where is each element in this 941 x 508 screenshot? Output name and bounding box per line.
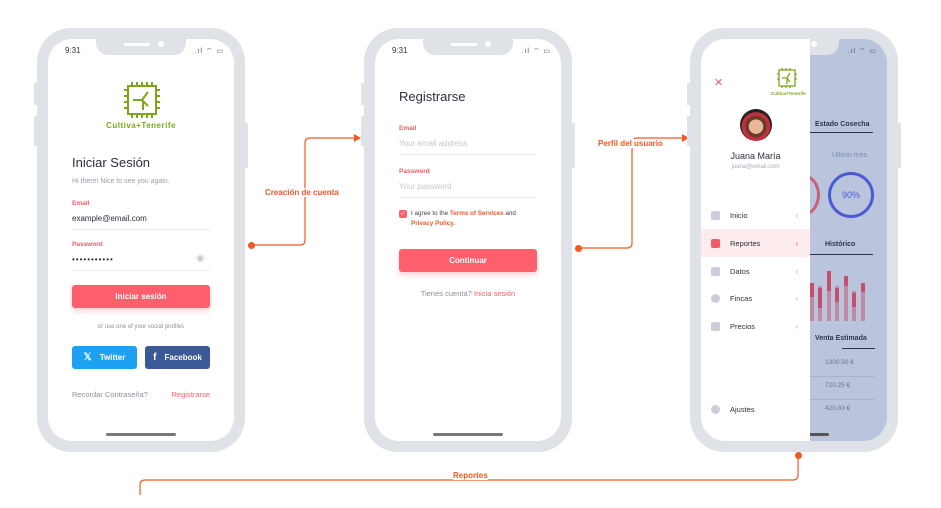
phone-menu: Estado Cosecha Último mes 90% Histórico … bbox=[687, 28, 901, 452]
avatar bbox=[740, 109, 772, 141]
chevron-right-icon: › bbox=[795, 293, 798, 303]
login-link[interactable]: Inicia sesión bbox=[473, 289, 516, 298]
menu-item-reportes[interactable]: Reportes ‹ bbox=[701, 229, 810, 257]
terms-link[interactable]: Terms of Services bbox=[449, 210, 504, 217]
profile-email: juana@email.com bbox=[731, 164, 780, 170]
venta-title: Venta Estimada bbox=[815, 335, 867, 342]
phone-login: 9:31 .ıl ⌔ ▭ Cultiva+Tenerife Iniciar Se… bbox=[34, 28, 248, 452]
estado-title: Estado Cosecha bbox=[815, 121, 870, 128]
have-account-text: Tienes cuenta? bbox=[420, 289, 472, 298]
password-field[interactable]: ••••••••••• bbox=[72, 255, 210, 271]
register-link[interactable]: Registrarse bbox=[171, 390, 210, 399]
email-input[interactable]: Your email address bbox=[399, 139, 537, 155]
password-input[interactable]: Your password bbox=[399, 182, 537, 198]
twitter-label: Twitter bbox=[99, 353, 126, 362]
continue-button[interactable]: Continuar bbox=[399, 249, 537, 272]
flow-dot bbox=[795, 452, 802, 459]
user-card-icon bbox=[711, 266, 720, 276]
flow-label: Creación de cuenta bbox=[265, 188, 339, 197]
profile-name: Juana María bbox=[730, 151, 781, 161]
brand-name: Cultiva+Tenerife bbox=[106, 121, 176, 130]
menu-label: Datos bbox=[730, 266, 750, 276]
basket-icon bbox=[711, 321, 720, 331]
menu-item-fincas[interactable]: Fincas › bbox=[701, 284, 810, 312]
venta-value: 420.83 € bbox=[825, 405, 851, 412]
privacy-link[interactable]: Privacy Policy. bbox=[411, 220, 455, 227]
email-field[interactable]: example@email.com bbox=[72, 214, 210, 230]
history-bars bbox=[810, 261, 877, 321]
twitter-button[interactable]: 𝕏 Twitter bbox=[72, 346, 137, 369]
subtitle: Hi there! Nice to see you again. bbox=[72, 178, 170, 185]
forgot-password-link[interactable]: Recordar Contraseña? bbox=[72, 390, 148, 399]
x-logo-icon: 𝕏 bbox=[83, 352, 92, 363]
status-time: 9:31 bbox=[392, 46, 408, 55]
progress-ring: 90% bbox=[828, 172, 874, 218]
menu-label: Fincas bbox=[730, 293, 753, 303]
flow-dot bbox=[575, 245, 582, 252]
ultimo-label: Último mes bbox=[832, 152, 868, 159]
venta-value: 720.25 € bbox=[825, 382, 851, 389]
have-account: Tienes cuenta? Inicia sesión bbox=[375, 289, 561, 298]
agree-mid: and bbox=[503, 210, 516, 217]
facebook-label: Facebook bbox=[164, 353, 202, 362]
menu-item-ajustes[interactable]: Ajustes bbox=[701, 395, 810, 423]
home-indicator bbox=[433, 433, 503, 436]
flow-dot bbox=[248, 242, 255, 249]
status-icons: .ıl ⌔ ▭ bbox=[521, 48, 551, 55]
gear-icon bbox=[711, 404, 720, 414]
menu-item-precios[interactable]: Precios › bbox=[701, 312, 810, 340]
home-icon bbox=[711, 210, 720, 220]
brand-name: Cultiva+Tenerife bbox=[771, 91, 806, 96]
heart-icon bbox=[711, 293, 720, 303]
side-menu: ✕ Cultiva+Tenerife Juana María juana@ema… bbox=[701, 39, 810, 441]
page-title: Iniciar Sesión bbox=[72, 155, 151, 170]
venta-value: 1300.50 € bbox=[825, 359, 854, 366]
menu-label: Reportes bbox=[730, 238, 761, 248]
chevron-right-icon: › bbox=[795, 266, 798, 276]
status-icons: .ıl ⌔ ▭ bbox=[194, 48, 224, 55]
email-label: Email bbox=[72, 200, 90, 207]
chevron-right-icon: › bbox=[795, 210, 798, 220]
password-label: Password bbox=[72, 241, 103, 248]
chevron-right-icon: › bbox=[795, 321, 798, 331]
login-button[interactable]: Iniciar sesión bbox=[72, 285, 210, 308]
menu-label: Ajustes bbox=[730, 404, 755, 414]
close-icon[interactable]: ✕ bbox=[714, 77, 724, 89]
chart-icon bbox=[711, 238, 720, 248]
menu-item-datos[interactable]: Datos › bbox=[701, 257, 810, 285]
brand-logo-icon bbox=[124, 82, 160, 118]
menu-item-inicio[interactable]: Inicio › bbox=[701, 201, 810, 229]
facebook-button[interactable]: f Facebook bbox=[145, 346, 210, 369]
menu-label: Precios bbox=[730, 321, 756, 331]
page-title: Registrarse bbox=[399, 89, 466, 104]
facebook-logo-icon: f bbox=[153, 352, 157, 363]
email-label: Email bbox=[399, 125, 417, 132]
flow-label: Perfil del usuario bbox=[598, 139, 663, 148]
social-text: or use one of your social profiles bbox=[97, 324, 185, 330]
historico-title: Histórico bbox=[825, 241, 856, 248]
eye-icon[interactable]: ◉ bbox=[196, 253, 205, 264]
chevron-left-icon: ‹ bbox=[795, 238, 798, 248]
phone-register: 9:31 .ıl ⌔ ▭ Registrarse Email Your emai… bbox=[361, 28, 575, 452]
brand-logo-icon bbox=[777, 68, 797, 88]
dashboard-background: Estado Cosecha Último mes 90% Histórico … bbox=[786, 39, 887, 441]
status-icons: .ıl ⌔ ▭ bbox=[847, 48, 877, 55]
agree-pre: I agree to the bbox=[411, 210, 450, 217]
home-indicator bbox=[810, 433, 829, 436]
menu-label: Inicio bbox=[730, 210, 748, 220]
flow-label: Reportes bbox=[453, 471, 488, 480]
agree-checkbox[interactable]: ✓ bbox=[399, 210, 407, 218]
home-indicator bbox=[106, 433, 176, 436]
status-time: 9:31 bbox=[65, 46, 81, 55]
password-label: Password bbox=[399, 168, 430, 175]
